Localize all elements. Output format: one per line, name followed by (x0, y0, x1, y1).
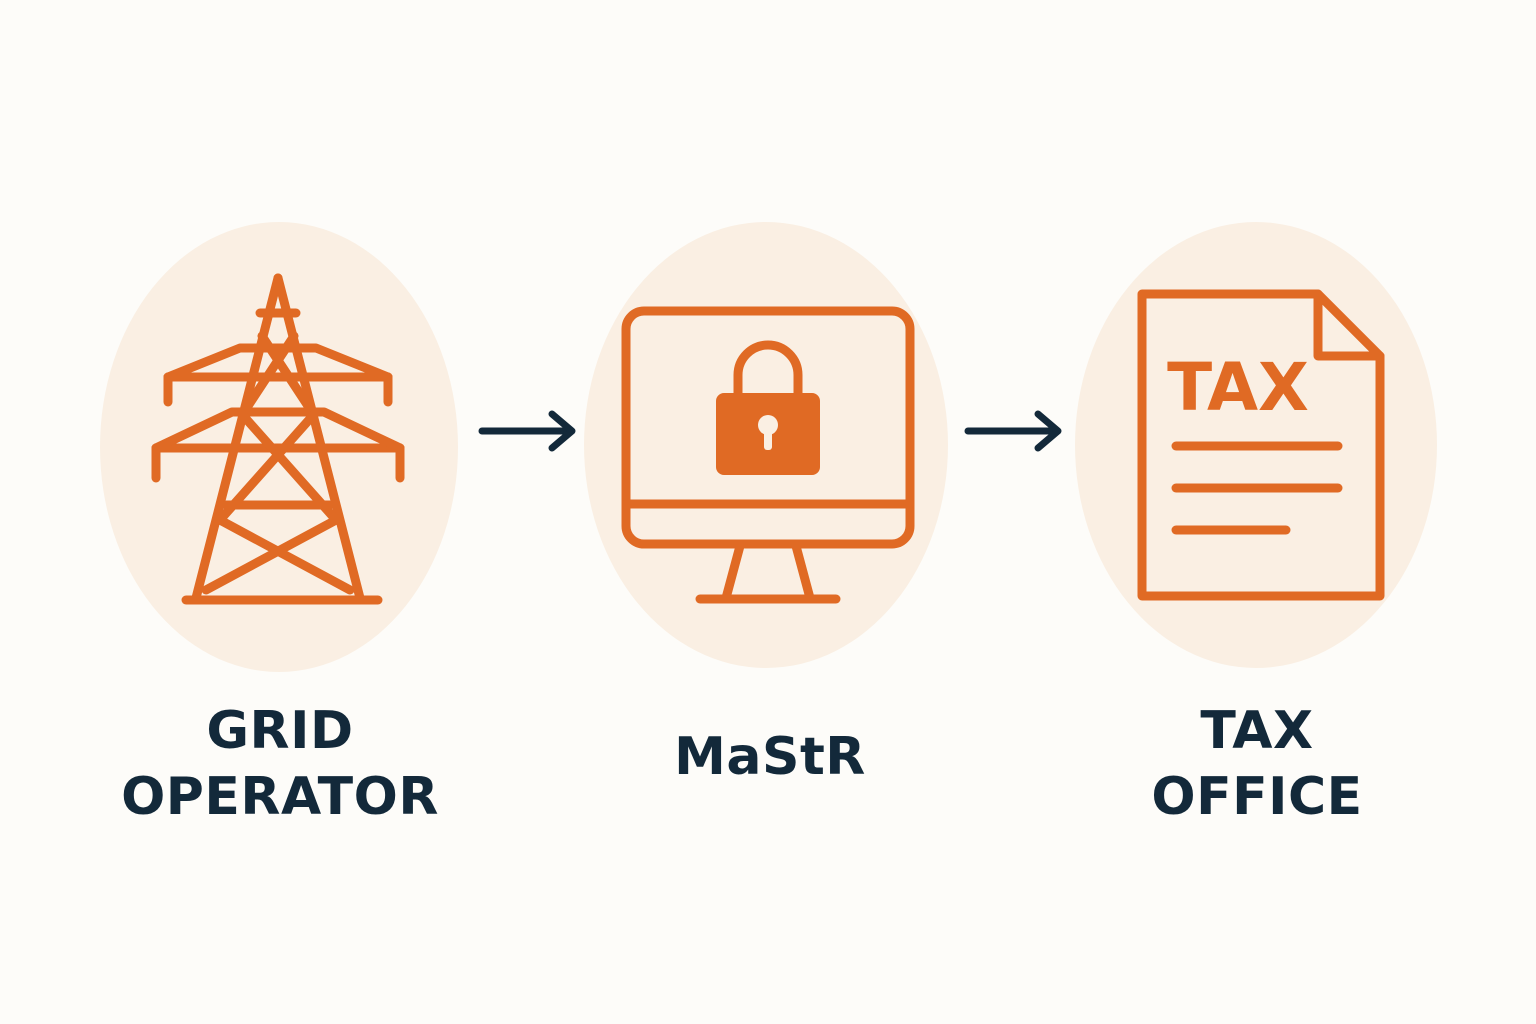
arrow-right-icon (478, 410, 576, 452)
tax-document-heading: TAX (1167, 349, 1309, 426)
power-tower-icon (151, 273, 405, 605)
arrow-right-icon (964, 410, 1062, 452)
mastr-label: MaStR (674, 727, 866, 787)
computer-lock-icon (621, 306, 915, 604)
tax-document-icon: TAX (1137, 289, 1385, 601)
grid-operator-label: GRID OPERATOR (121, 701, 439, 827)
tax-office-label: TAX OFFICE (1151, 701, 1363, 827)
